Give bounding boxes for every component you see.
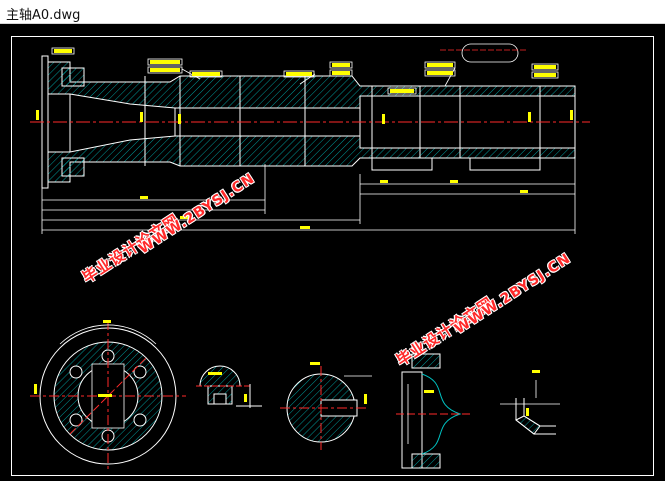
spline-detail-view bbox=[396, 353, 470, 469]
dimension-lines bbox=[41, 158, 576, 234]
window-title: 主轴A0.dwg bbox=[6, 8, 81, 23]
cad-drawing bbox=[30, 43, 590, 472]
cad-drawing-canvas[interactable]: 毕业设计论文网 WWW.2BYSJ.CN 毕业设计论文网 WWW.2BYSJ.C… bbox=[0, 24, 665, 481]
shaft-cross-section bbox=[280, 362, 372, 450]
shaft-annotations bbox=[51, 43, 559, 95]
shaft-upper-wall bbox=[41, 61, 576, 109]
title-bar: 主轴A0.dwg bbox=[0, 0, 665, 24]
groove-detail-view bbox=[500, 370, 560, 435]
flange-end-view bbox=[30, 320, 186, 472]
shaft-annotation-text bbox=[36, 49, 573, 124]
shaft-section-view bbox=[41, 55, 576, 189]
dimension-text bbox=[140, 180, 528, 229]
shaft-lower-wall bbox=[41, 135, 576, 183]
section-b-view bbox=[196, 365, 262, 408]
